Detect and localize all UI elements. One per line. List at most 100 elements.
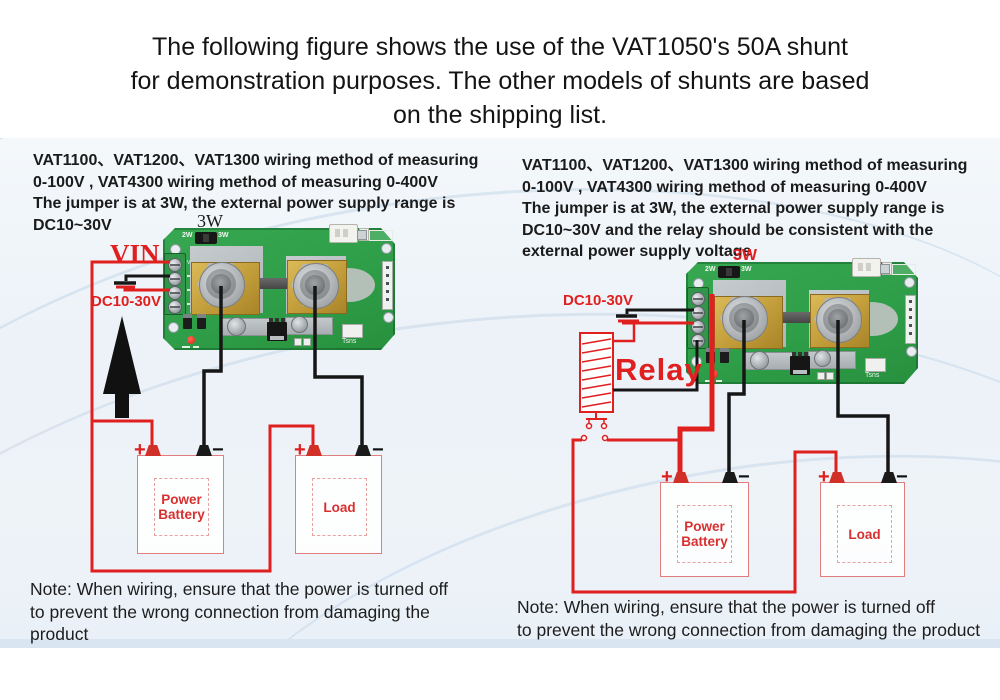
terminal-screw-icon xyxy=(691,320,705,334)
load-label: Load xyxy=(837,505,892,563)
left-description: VAT1100、VAT1200、VAT1300 wiring method of… xyxy=(33,150,483,236)
supply-range-label: DC10-30V xyxy=(563,292,634,309)
bolt-core xyxy=(305,275,325,295)
bolt-core xyxy=(734,308,754,328)
minus-sign: − xyxy=(212,439,224,461)
plus-sign: + xyxy=(294,439,306,461)
power-battery-box: + − Power Battery xyxy=(660,466,750,577)
description-line: 0-100V , VAT4300 wiring method of measur… xyxy=(522,178,927,196)
smd-transistor xyxy=(197,314,206,329)
product-photo-background xyxy=(0,138,1000,648)
bottom-connector xyxy=(826,372,834,380)
vin-label: VIN xyxy=(110,239,160,269)
battery-positive-terminal xyxy=(145,445,161,456)
jumper-3w-label: 3W xyxy=(741,266,752,273)
terminal-block xyxy=(164,253,186,315)
description-line: The jumper is at 3W, the external power … xyxy=(33,195,456,212)
battery-negative-terminal xyxy=(196,445,212,456)
side-connector xyxy=(905,295,916,344)
shunt-resistor-bar xyxy=(781,312,811,323)
mounting-hole-icon xyxy=(906,346,917,357)
mounting-hole-icon xyxy=(168,322,179,333)
load-box: + − Load xyxy=(818,466,908,577)
title-line: The following figure shows the use of th… xyxy=(152,33,848,61)
note-line: Note: When wiring, ensure that the power… xyxy=(517,597,935,617)
terminal-screw-icon xyxy=(691,306,705,320)
mounting-hole-icon xyxy=(381,243,392,254)
sense-connector xyxy=(342,324,363,338)
power-battery-box: + − Power Battery xyxy=(134,439,224,554)
jumper-position-label: 3W xyxy=(733,247,757,264)
terminal-screw-icon xyxy=(168,258,182,272)
terminal-screw-icon xyxy=(168,272,182,286)
left-wiring xyxy=(90,260,364,573)
description-line: DC10~30V and the relay should be consist… xyxy=(522,221,934,239)
note-line: product xyxy=(30,624,89,644)
mounting-hole-icon xyxy=(383,312,394,323)
shunt-bolt-icon xyxy=(722,296,768,342)
minus-sign: − xyxy=(372,439,384,461)
jumper-cap xyxy=(718,266,740,278)
status-led-icon xyxy=(187,336,195,344)
side-connector xyxy=(382,261,393,310)
battery-negative-terminal xyxy=(722,472,738,483)
silkscreen-micro-text xyxy=(716,380,722,382)
left-shunt-pcb: Vin 2W 3W Tsns xyxy=(163,224,395,350)
jumper-3w-label: 3W xyxy=(218,232,229,239)
jumper-2w-label: 2W xyxy=(705,266,716,273)
plus-sign: + xyxy=(661,466,673,488)
load-positive-terminal xyxy=(306,445,322,456)
silkscreen-micro-text xyxy=(182,346,190,348)
note-line: to prevent the wrong connection from dam… xyxy=(30,601,430,622)
tsns-label: Tsns xyxy=(342,338,357,345)
bolt-core xyxy=(828,309,848,329)
silkscreen-micro-text xyxy=(705,380,713,382)
note-line: Note: When wiring, ensure that the power… xyxy=(30,579,448,599)
description-line: VAT1100、VAT1200、VAT1300 wiring method of… xyxy=(33,152,479,169)
pad-screw-icon xyxy=(814,350,831,367)
jumper-cap xyxy=(195,232,217,244)
pad-screw-icon xyxy=(750,351,769,370)
photo-bottom-edge xyxy=(0,639,1000,648)
plus-sign: + xyxy=(134,439,146,461)
terminal-screw-icon xyxy=(168,286,182,300)
supply-range-label: DC10-30V xyxy=(91,293,162,310)
bottom-connector xyxy=(817,372,825,380)
smd-component xyxy=(880,264,890,274)
sense-connector xyxy=(865,358,886,372)
load-box: + − Load xyxy=(294,439,384,554)
minus-sign: − xyxy=(896,466,908,488)
shunt-resistor-bar xyxy=(258,278,288,289)
load-negative-terminal xyxy=(881,472,897,483)
load-positive-terminal xyxy=(829,472,845,483)
terminal-screw-icon xyxy=(691,292,705,306)
power-transistor xyxy=(790,352,810,375)
battery-label: Power Battery xyxy=(677,505,732,563)
title-line: on the shipping list. xyxy=(392,101,608,129)
smd-transistor xyxy=(720,348,729,363)
right-description: VAT1100、VAT1200、VAT1300 wiring method of… xyxy=(522,155,977,263)
terminal-block xyxy=(687,287,709,349)
minus-sign: − xyxy=(738,466,750,488)
description-line: DC10~30V xyxy=(33,216,112,234)
relay-label: Relay xyxy=(615,352,703,387)
bottom-connector xyxy=(303,338,311,346)
plus-sign: + xyxy=(818,466,830,488)
load-label: Load xyxy=(312,478,367,536)
silkscreen-micro-text xyxy=(193,346,199,348)
jumper-position-label: 3W xyxy=(197,211,223,231)
resistor-outline xyxy=(892,264,916,275)
power-transistor xyxy=(267,318,287,341)
bolt-core xyxy=(211,274,231,294)
load-negative-terminal xyxy=(355,445,371,456)
pad-screw-icon xyxy=(227,317,246,336)
smd-component xyxy=(357,230,367,240)
right-warning-note: Note: When wiring, ensure that the power… xyxy=(517,596,999,641)
jumper-2w-label: 2W xyxy=(182,232,193,239)
tsns-label: Tsns xyxy=(865,372,880,379)
description-line: external power supply voltage xyxy=(522,243,752,260)
top-connector xyxy=(329,224,358,243)
mounting-hole-icon xyxy=(904,277,915,288)
battery-label: Power Battery xyxy=(154,478,209,536)
